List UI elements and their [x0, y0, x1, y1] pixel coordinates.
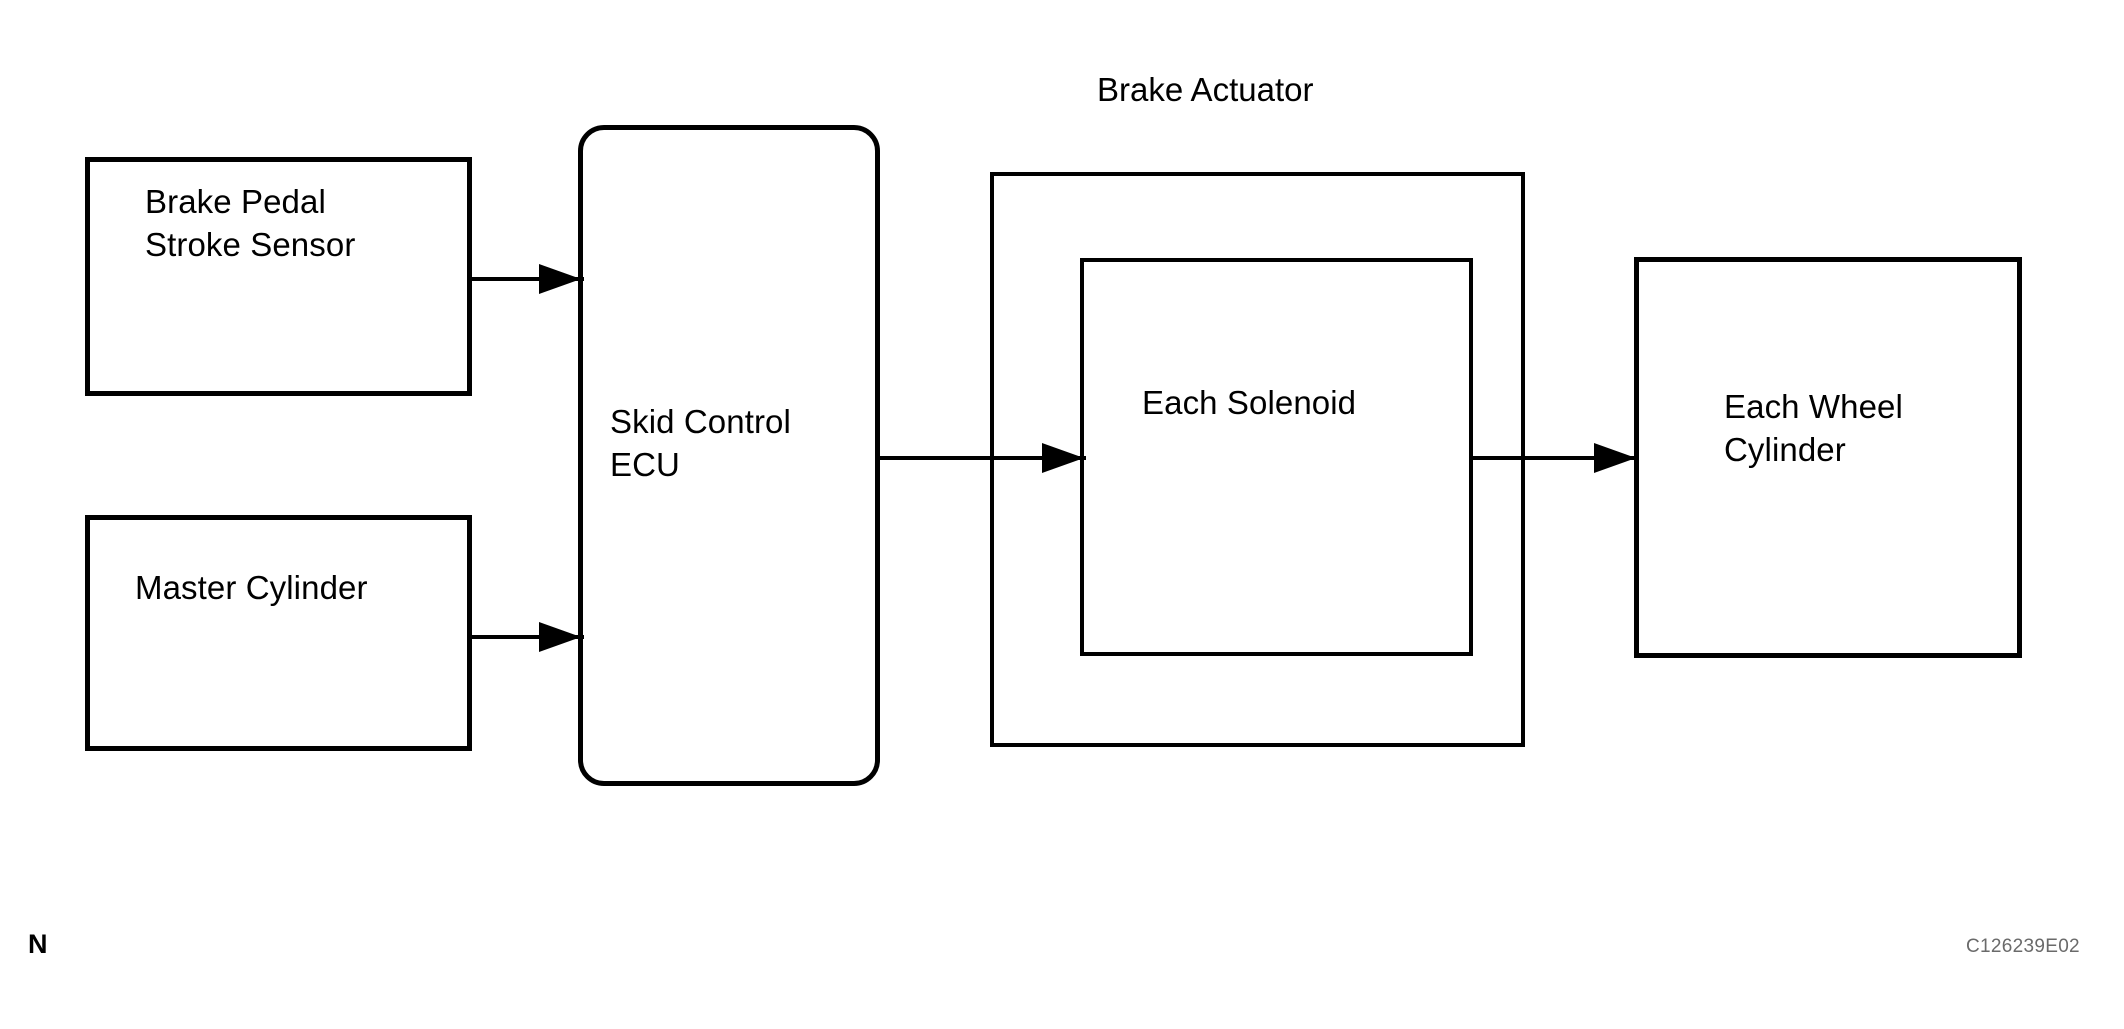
node-brake-pedal-stroke-sensor-line2: Stroke Sensor — [145, 226, 356, 263]
node-each-solenoid-line1: Each Solenoid — [1142, 384, 1357, 421]
node-each-wheel-cylinder-line1: Each Wheel — [1724, 388, 1903, 425]
node-master-cylinder-line1: Master Cylinder — [135, 569, 368, 606]
connector-each-solenoid-to-each-wheel-cylinder — [1471, 456, 1638, 460]
node-each-wheel-cylinder[interactable]: Each Wheel Cylinder — [1634, 257, 2022, 658]
node-skid-control-ecu[interactable]: Skid Control ECU — [578, 125, 880, 786]
node-brake-pedal-stroke-sensor[interactable]: Brake Pedal Stroke Sensor — [85, 157, 472, 396]
arrowhead-master-cylinder-to-ecu-icon — [539, 622, 581, 652]
connector-stroke-sensor-to-ecu — [472, 277, 584, 281]
connector-master-cylinder-to-ecu — [472, 635, 584, 639]
figure-code: C126239E02 — [1966, 936, 2080, 957]
node-skid-control-ecu-line1: Skid Control — [610, 403, 791, 440]
node-skid-control-ecu-line2: ECU — [610, 446, 680, 483]
arrowhead-ecu-to-each-solenoid-icon — [1042, 443, 1084, 473]
corner-mark-n: N — [28, 929, 48, 959]
connector-ecu-to-each-solenoid — [878, 456, 1086, 460]
node-brake-pedal-stroke-sensor-line1: Brake Pedal — [145, 183, 326, 220]
node-each-solenoid[interactable]: Each Solenoid — [1080, 258, 1473, 656]
arrowhead-each-solenoid-to-each-wheel-cylinder-icon — [1594, 443, 1636, 473]
arrowhead-stroke-sensor-to-ecu-icon — [539, 264, 581, 294]
brake-actuator-group-label: Brake Actuator — [1097, 71, 1314, 108]
node-master-cylinder[interactable]: Master Cylinder — [85, 515, 472, 751]
node-each-wheel-cylinder-line2: Cylinder — [1724, 431, 1846, 468]
